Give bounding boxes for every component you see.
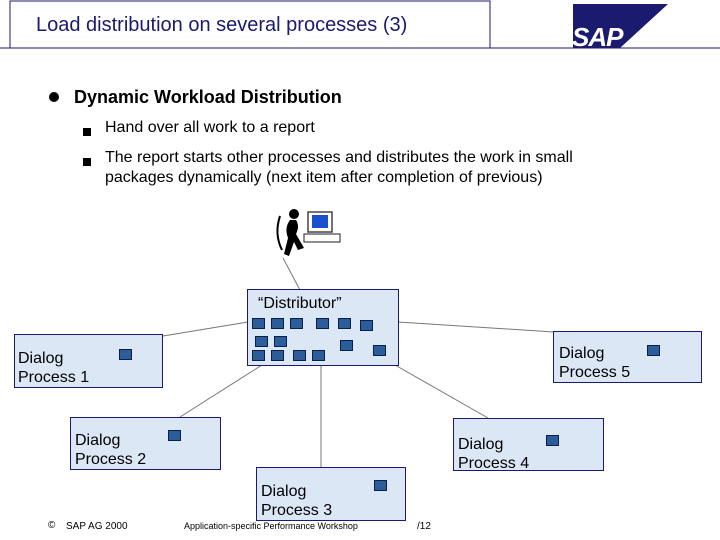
dialog-process-1-box: Dialog Process 1 xyxy=(14,334,163,388)
bullet-marker-main xyxy=(48,90,62,104)
work-packet xyxy=(546,435,559,446)
page-title: Load distribution on several processes (… xyxy=(36,14,408,36)
dialog-process-2-box: Dialog Process 2 xyxy=(70,417,221,470)
dialog-process-2-label: Dialog Process 2 xyxy=(75,432,147,468)
title-bar xyxy=(0,0,720,49)
footer-page-number: /12 xyxy=(417,521,431,532)
bullet-marker-sub-2 xyxy=(83,153,91,171)
sub-bullet-2: The report starts other processes and di… xyxy=(105,148,573,188)
dialog-process-3-box: Dialog Process 3 xyxy=(256,467,406,521)
dialog-process-4-box: Dialog Process 4 xyxy=(453,418,604,472)
dialog-process-5-label: Dialog Process 5 xyxy=(559,345,631,381)
distributor-box: “Distributor” xyxy=(247,289,399,366)
dialog-process-1-label: Dialog Process 1 xyxy=(18,350,90,386)
work-packet xyxy=(255,336,268,347)
work-packet xyxy=(647,345,660,356)
sap-logo: SAP xyxy=(572,22,623,52)
work-packet xyxy=(312,350,325,361)
work-packet xyxy=(338,318,351,329)
work-packet xyxy=(373,345,386,356)
distributor-label: “Distributor” xyxy=(258,295,342,312)
work-packet xyxy=(168,430,181,441)
copyright-symbol: © xyxy=(48,520,56,531)
footer-company: SAP AG 2000 xyxy=(66,521,128,532)
footer-course: Application-specific Performance Worksho… xyxy=(184,521,358,531)
sub-bullet-2-line-2: packages dynamically (next item after co… xyxy=(105,169,543,186)
work-packet xyxy=(374,480,387,491)
main-bullet: Dynamic Workload Distribution xyxy=(74,87,342,107)
work-packet xyxy=(290,318,303,329)
work-packet xyxy=(271,318,284,329)
person-at-computer-icon xyxy=(276,209,341,256)
work-packet xyxy=(252,318,265,329)
work-packet xyxy=(119,349,132,360)
work-packet xyxy=(360,320,373,331)
dialog-process-5-box: Dialog Process 5 xyxy=(553,331,702,383)
bullet-marker-sub-1 xyxy=(83,123,91,141)
work-packet xyxy=(340,340,353,351)
work-packet xyxy=(271,350,284,361)
dialog-process-3-label: Dialog Process 3 xyxy=(261,483,333,519)
work-packet xyxy=(252,350,265,361)
sub-bullet-2-line-1: The report starts other processes and di… xyxy=(105,149,573,166)
sub-bullet-1: Hand over all work to a report xyxy=(105,119,315,136)
dialog-process-4-label: Dialog Process 4 xyxy=(458,436,530,472)
work-packet xyxy=(316,318,329,329)
work-packet xyxy=(293,350,306,361)
work-packet xyxy=(274,336,287,347)
